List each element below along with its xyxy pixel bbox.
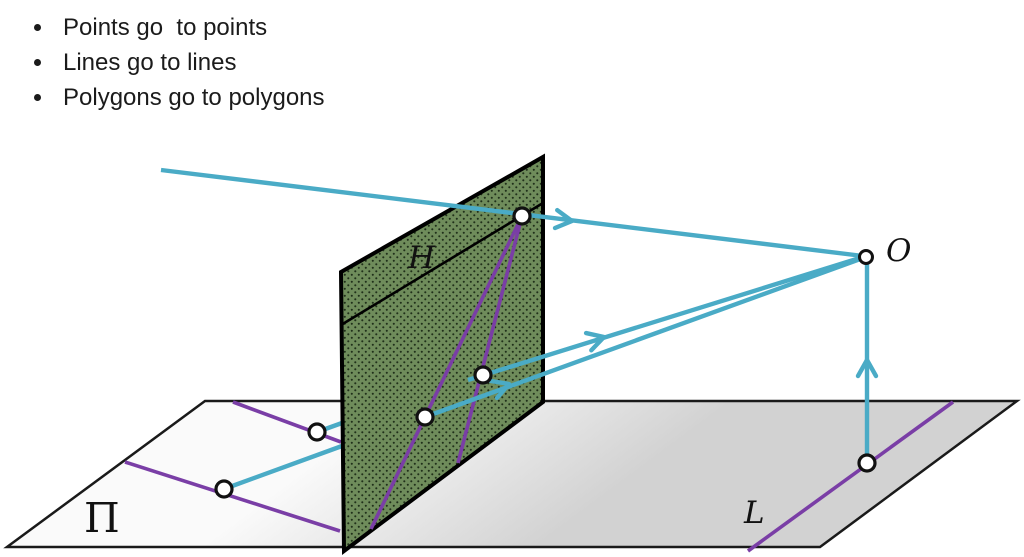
ray-middle — [467, 254, 864, 383]
center-of-projection-point — [858, 249, 874, 265]
ground-line-lower — [124, 460, 341, 533]
ray-top-arrowhead — [552, 207, 575, 231]
bullet-icon — [34, 59, 41, 66]
label-image-plane: H — [407, 240, 436, 276]
list-item: Lines go to lines — [30, 45, 325, 80]
label-center-of-projection: O — [886, 233, 911, 269]
ray-vertical-arrowhead — [855, 357, 879, 379]
point-image-lower — [415, 407, 435, 427]
image-plane — [338, 153, 545, 555]
bullet-text: Polygons go to polygons — [63, 83, 325, 111]
label-line-L: L — [743, 495, 765, 531]
point-on-L — [857, 453, 877, 473]
point-ground-upper — [307, 422, 327, 442]
ray-bottom — [424, 255, 864, 420]
horizon-line — [340, 201, 544, 327]
projected-line-lower — [369, 215, 524, 530]
line-L — [746, 400, 955, 553]
projected-line-upper — [456, 215, 524, 464]
list-item: Polygons go to polygons — [30, 80, 325, 115]
ray-bottom-arrowhead — [488, 378, 512, 401]
ray-middle-arrowhead — [583, 330, 607, 353]
bullet-icon — [34, 24, 41, 31]
bullet-text: Points go to points — [63, 13, 268, 41]
ray-top — [160, 167, 864, 259]
point-ground-lower — [214, 479, 234, 499]
point-vanishing — [512, 206, 532, 226]
label-ground-plane: Π — [84, 494, 120, 542]
point-image-upper — [473, 365, 493, 385]
bullet-list: Points go to points Lines go to lines Po… — [30, 10, 325, 115]
bullet-icon — [34, 94, 41, 101]
ground-plane — [3, 399, 1021, 549]
ray-bottom-ground-segment — [223, 443, 343, 492]
list-item: Points go to points — [30, 10, 325, 45]
bullet-text: Lines go to lines — [63, 48, 237, 76]
